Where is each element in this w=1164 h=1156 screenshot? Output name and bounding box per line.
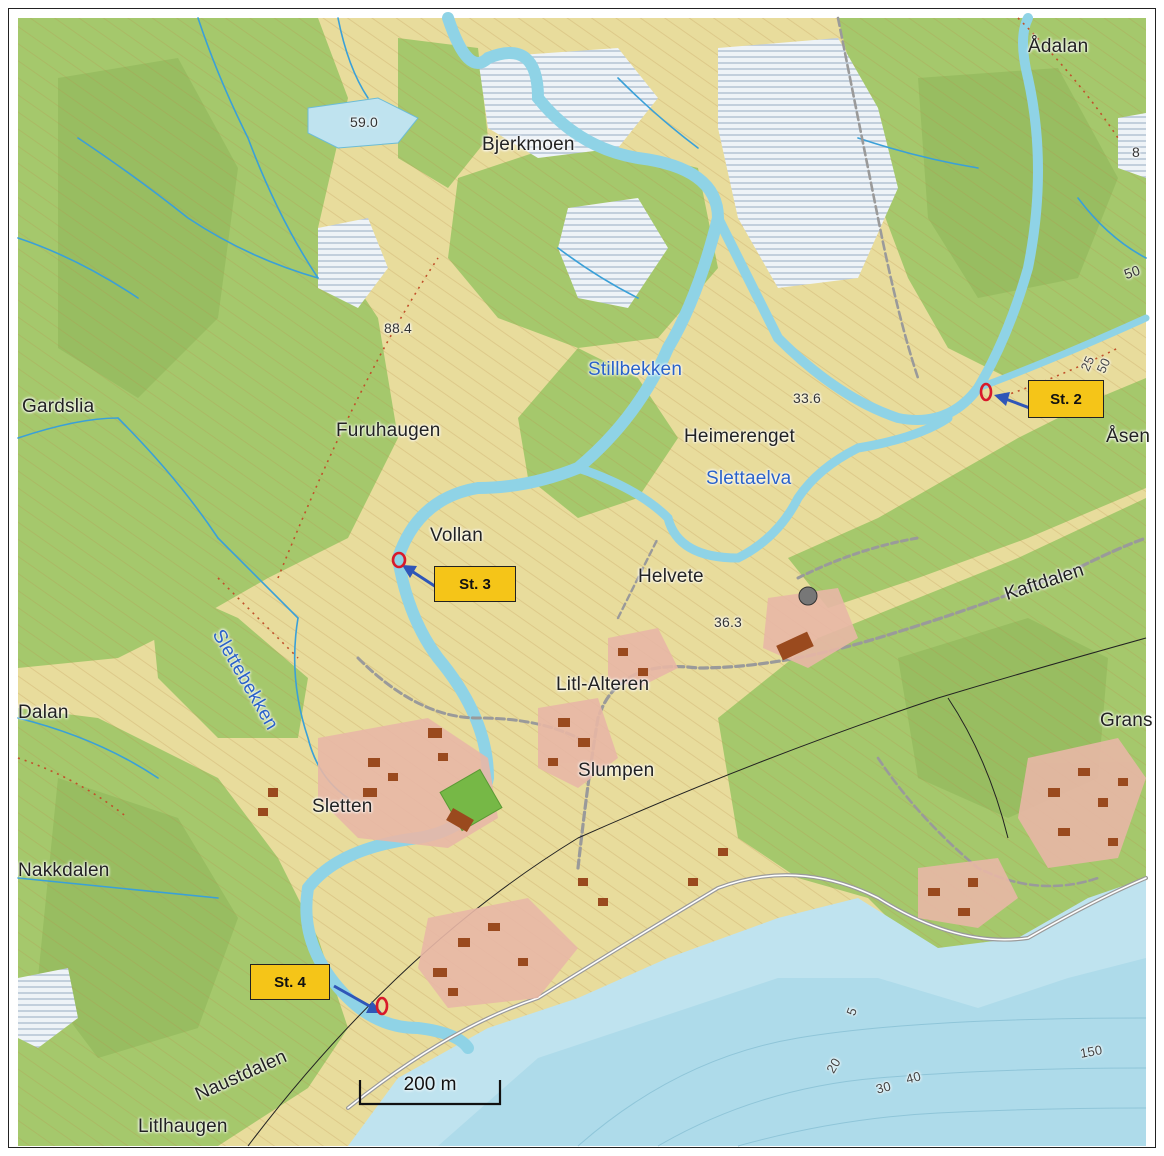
place-label-gardslia: Gardslia bbox=[22, 396, 95, 417]
station-box-st4[interactable]: St. 4 bbox=[250, 964, 330, 1000]
elevation-label: 36.3 bbox=[714, 614, 743, 630]
place-label-grans: Grans bbox=[1100, 710, 1153, 731]
station-box-st3[interactable]: St. 3 bbox=[434, 566, 516, 602]
lake bbox=[307, 97, 419, 149]
map-graphics bbox=[17, 12, 1150, 1147]
station-box-st2[interactable]: St. 2 bbox=[1028, 380, 1104, 418]
scale-bar-graphic bbox=[358, 1080, 502, 1106]
station-label: St. 4 bbox=[274, 973, 306, 991]
place-label-litlhaugen: Litlhaugen bbox=[138, 1116, 228, 1137]
water-label-slettaelva: Slettaelva bbox=[706, 468, 792, 489]
place-label-vollan: Vollan bbox=[430, 525, 483, 546]
rivers bbox=[17, 12, 1150, 1054]
place-label-dalan: Dalan bbox=[18, 702, 69, 723]
trails bbox=[17, 17, 1119, 819]
elevation-label: 88.4 bbox=[384, 320, 413, 336]
scale-bar: 200 m bbox=[358, 1070, 502, 1108]
marsh-areas bbox=[18, 38, 1146, 1048]
topographic-map[interactable]: Ådalan Bjerkmoen Gardslia Furuhaugen Hei… bbox=[17, 12, 1153, 1147]
station-label: St. 3 bbox=[459, 575, 491, 593]
place-label-adalan: Ådalan bbox=[1028, 36, 1089, 57]
place-label-slumpen: Slumpen bbox=[578, 760, 655, 781]
place-label-asen: Åsen bbox=[1106, 426, 1151, 447]
elevation-label: 8 bbox=[1132, 144, 1140, 160]
power-line bbox=[247, 637, 1147, 1147]
place-label-litl-alteren: Litl-Alteren bbox=[556, 674, 650, 695]
place-label-helvete: Helvete bbox=[638, 566, 704, 587]
place-label-sletten: Sletten bbox=[312, 796, 373, 817]
place-label-nakkdalen: Nakkdalen bbox=[18, 860, 110, 881]
buildings bbox=[258, 631, 1128, 996]
elevation-label: 33.6 bbox=[793, 390, 822, 406]
elevation-label: 59.0 bbox=[350, 114, 379, 130]
scale-bar-label: 200 m bbox=[403, 1074, 457, 1095]
tank bbox=[798, 586, 818, 606]
station-label: St. 2 bbox=[1050, 390, 1082, 408]
water-label-stillbekken: Stillbekken bbox=[588, 359, 683, 380]
place-label-furuhaugen: Furuhaugen bbox=[336, 420, 441, 441]
place-label-heimerenget: Heimerenget bbox=[684, 426, 795, 447]
roads bbox=[346, 16, 1148, 1110]
place-label-bjerkmoen: Bjerkmoen bbox=[482, 134, 575, 155]
station-markers bbox=[333, 382, 1047, 1016]
depth-contours bbox=[577, 1017, 1147, 1147]
